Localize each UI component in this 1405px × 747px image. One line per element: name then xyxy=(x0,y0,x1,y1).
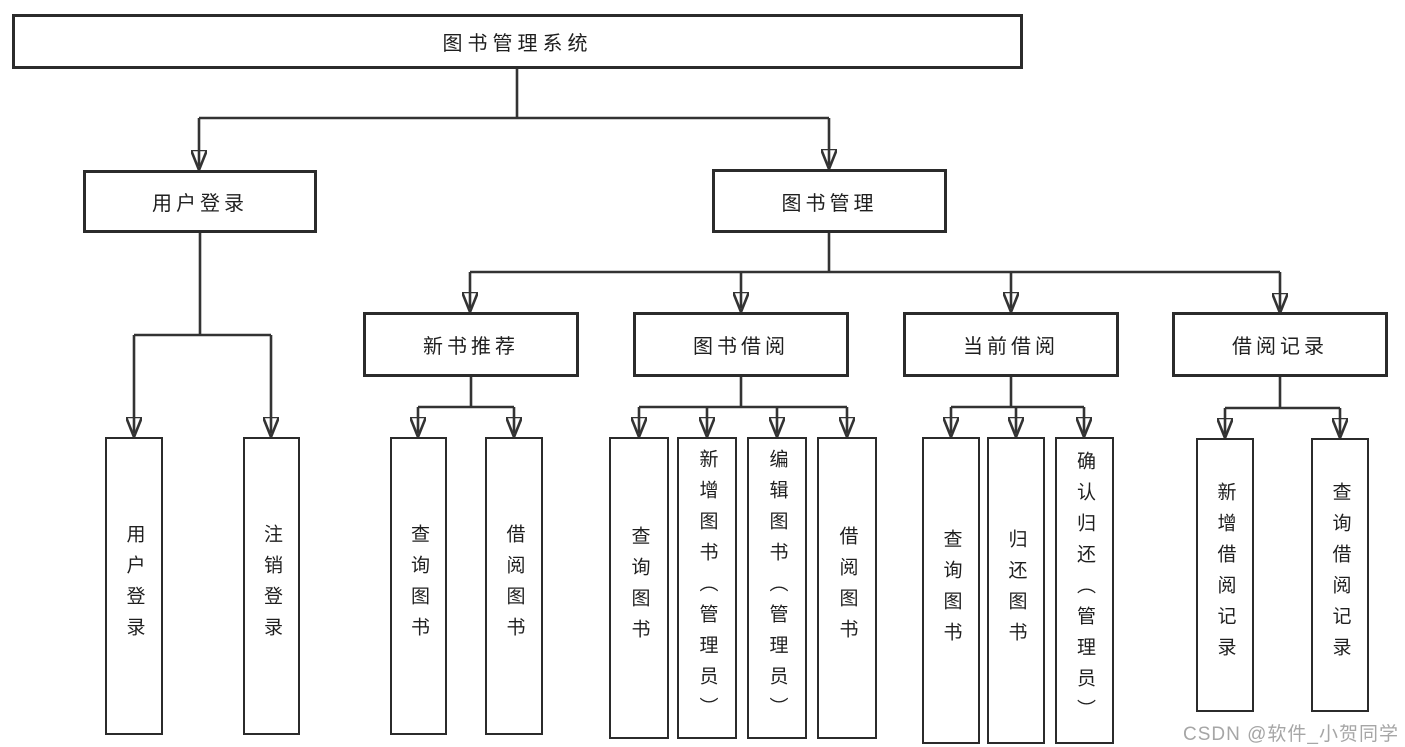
leaf-add-borrow-record: 新增借阅记录 xyxy=(1196,438,1254,712)
leaf-borrow-books-recommend-label: 借阅图书 xyxy=(503,524,525,648)
leaf-edit-book-admin: 编辑图书（管理员） xyxy=(747,437,807,739)
node-current-borrow: 当前借阅 xyxy=(903,312,1119,377)
leaf-user-login-label: 用户登录 xyxy=(123,524,145,648)
leaf-query-books-recommend: 查询图书 xyxy=(390,437,447,735)
leaf-edit-book-admin-label: 编辑图书（管理员） xyxy=(766,448,788,728)
leaf-logout: 注销登录 xyxy=(243,437,300,735)
leaf-query-books-borrow-label: 查询图书 xyxy=(628,526,650,650)
node-user-login-label: 用户登录 xyxy=(152,193,248,215)
leaf-query-books-recommend-label: 查询图书 xyxy=(408,524,429,648)
leaf-query-borrow-record-label: 查询借阅记录 xyxy=(1329,482,1351,668)
leaf-return-book-label: 归还图书 xyxy=(1005,528,1027,653)
leaf-logout-label: 注销登录 xyxy=(261,524,282,648)
leaf-borrow-books-borrow-label: 借阅图书 xyxy=(836,526,858,650)
leaf-add-book-admin: 新增图书（管理员） xyxy=(677,437,737,739)
node-library-system-label: 图书管理系统 xyxy=(442,33,593,55)
node-book-management: 图书管理 xyxy=(712,169,947,233)
leaf-query-books-current: 查询图书 xyxy=(922,437,980,744)
node-book-management-label: 图书管理 xyxy=(781,192,878,215)
node-book-borrow: 图书借阅 xyxy=(633,312,849,377)
leaf-return-book: 归还图书 xyxy=(987,437,1045,744)
node-book-borrow-label: 图书借阅 xyxy=(693,336,789,358)
leaf-confirm-return-admin-label: 确认归还（管理员） xyxy=(1074,451,1095,730)
leaf-add-book-admin-label: 新增图书（管理员） xyxy=(696,448,718,728)
watermark: CSDN @软件_小贺同学 xyxy=(1183,724,1399,745)
node-borrow-records-label: 借阅记录 xyxy=(1232,336,1328,358)
leaf-add-borrow-record-label: 新增借阅记录 xyxy=(1214,482,1236,668)
leaf-borrow-books-borrow: 借阅图书 xyxy=(817,437,877,739)
leaf-user-login: 用户登录 xyxy=(105,437,163,735)
node-new-book-recommend: 新书推荐 xyxy=(363,312,579,377)
node-new-book-recommend-label: 新书推荐 xyxy=(423,336,519,358)
leaf-borrow-books-recommend: 借阅图书 xyxy=(485,437,543,735)
node-user-login: 用户登录 xyxy=(83,170,317,233)
node-borrow-records: 借阅记录 xyxy=(1172,312,1388,377)
node-library-system: 图书管理系统 xyxy=(12,14,1023,69)
leaf-query-books-borrow: 查询图书 xyxy=(609,437,669,739)
leaf-query-books-current-label: 查询图书 xyxy=(940,528,962,653)
leaf-query-borrow-record: 查询借阅记录 xyxy=(1311,438,1369,712)
leaf-confirm-return-admin: 确认归还（管理员） xyxy=(1055,437,1114,744)
node-current-borrow-label: 当前借阅 xyxy=(963,336,1059,358)
